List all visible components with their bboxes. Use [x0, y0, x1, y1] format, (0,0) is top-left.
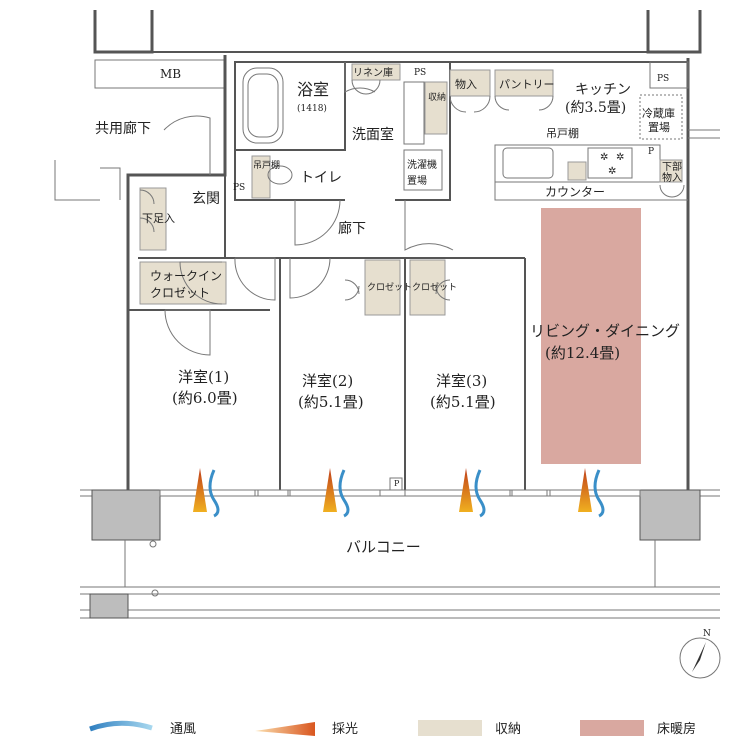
daylight-icon	[578, 468, 592, 512]
fridge-label: 冷蔵庫	[642, 106, 675, 120]
wind-icon	[208, 469, 220, 518]
bath-size-label: (1418)	[297, 103, 327, 114]
balcony-label: バルコニー	[346, 538, 421, 556]
svg-text:✲: ✲	[608, 166, 616, 177]
bathtub-icon	[242, 67, 284, 144]
wind-icon	[593, 469, 605, 518]
legend-light-swatch	[255, 722, 315, 736]
legend-heating-label: 床暖房	[657, 721, 696, 737]
closet-3-label: クロゼット	[412, 281, 457, 293]
room2-size-label: (約5.1畳)	[298, 393, 364, 411]
p-label-room: P	[394, 479, 400, 488]
storage-kitchen	[449, 69, 491, 97]
washing-machine-icon	[403, 149, 443, 191]
toilet-shelf	[251, 155, 271, 199]
daylight-icon	[323, 468, 337, 512]
sink-icon	[502, 147, 554, 179]
compass-icon	[679, 637, 721, 679]
floor-heating-area	[541, 208, 641, 464]
walkin-closet	[139, 261, 227, 305]
entrance-label: 玄関	[192, 190, 220, 207]
counter-label: カウンター	[545, 185, 605, 199]
daylight-icon	[193, 468, 207, 512]
fixtures: ✲ ✲ ✲	[242, 61, 689, 191]
washing-space-label: 置場	[407, 174, 427, 187]
legend-storage-label: 収納	[495, 722, 521, 737]
compass-label: N	[703, 629, 711, 639]
mb-label: MB	[160, 67, 181, 81]
linen-label: リネン庫	[353, 66, 393, 79]
common-corridor-label: 共用廊下	[95, 120, 151, 137]
legend-light-label: 採光	[332, 722, 358, 737]
p-label-kitchen: P	[648, 147, 654, 157]
ldk-size-label: (約12.4畳)	[545, 344, 620, 362]
column-right	[639, 489, 701, 541]
legend-storage-swatch	[418, 720, 482, 736]
washing-label: 洗濯機	[407, 158, 437, 171]
light-wind-markers	[193, 468, 605, 518]
room1-size-label: (約6.0畳)	[172, 389, 238, 407]
windows	[159, 477, 641, 497]
toilet-label: トイレ	[300, 170, 342, 186]
pantry-label: パントリー	[499, 78, 555, 91]
lower-storage-label: 下部	[662, 160, 682, 173]
toilet-shelf-label: 吊戸棚	[253, 159, 280, 171]
room2-label: 洋室(2)	[302, 372, 353, 390]
ps-label-bath: PS	[414, 68, 426, 78]
lower-storage	[659, 159, 683, 183]
daylight-icon	[459, 468, 473, 512]
ldk-label: リビング・ダイニング	[530, 322, 680, 340]
fridge-space	[639, 94, 683, 140]
legend-wind-label: 通風	[170, 722, 196, 737]
wind-icon	[338, 469, 350, 518]
shoe-box-label: 下足入	[142, 212, 175, 225]
building-structure	[54, 10, 720, 619]
kitchen-shelf-label: 吊戸棚	[546, 126, 579, 140]
interior-walls	[128, 61, 688, 490]
room3-label: 洋室(3)	[436, 372, 487, 390]
storage-label: 物入	[455, 77, 477, 91]
ps-label-toilet: PS	[233, 183, 245, 193]
kitchen-label: キッチン	[575, 82, 631, 98]
closet-2	[364, 259, 401, 316]
wash-basin-icon	[403, 81, 425, 145]
pantry	[494, 69, 554, 97]
linen-storage	[351, 63, 401, 81]
kitchen-size-label: (約3.5畳)	[565, 100, 626, 116]
legend-wind-swatch	[89, 720, 153, 732]
toilet-icon	[267, 165, 293, 185]
walkin-closet-label: クロゼット	[150, 286, 210, 300]
kitchen-hanging-shelf	[567, 161, 587, 181]
lower-storage-label-2: 物入	[662, 171, 682, 184]
closet-3	[409, 259, 446, 316]
wash-storage	[424, 81, 448, 135]
column-left	[91, 489, 161, 541]
room1-label: 洋室(1)	[178, 368, 229, 386]
bath-label: 浴室	[297, 80, 329, 99]
room3-size-label: (約5.1畳)	[430, 393, 496, 411]
fridge-space-label: 置場	[648, 121, 670, 134]
washroom-label: 洗面室	[352, 126, 394, 143]
legend: 通風 採光 収納 床暖房	[89, 720, 696, 737]
hall-label: 廊下	[338, 220, 366, 237]
ps-label-kitchen: PS	[657, 74, 669, 84]
closet-2-label: クロゼット	[367, 281, 412, 293]
legend-heating-swatch	[580, 720, 644, 736]
stove-icon	[587, 147, 633, 179]
compass: N	[679, 629, 721, 679]
linen-storage-label: 収納	[428, 91, 446, 103]
walkin-label: ウォークイン	[150, 269, 222, 283]
svg-text:✲: ✲	[600, 152, 608, 163]
doors	[139, 62, 685, 356]
balcony-column	[89, 593, 129, 619]
svg-text:✲: ✲	[616, 152, 624, 163]
wind-icon	[474, 469, 486, 518]
